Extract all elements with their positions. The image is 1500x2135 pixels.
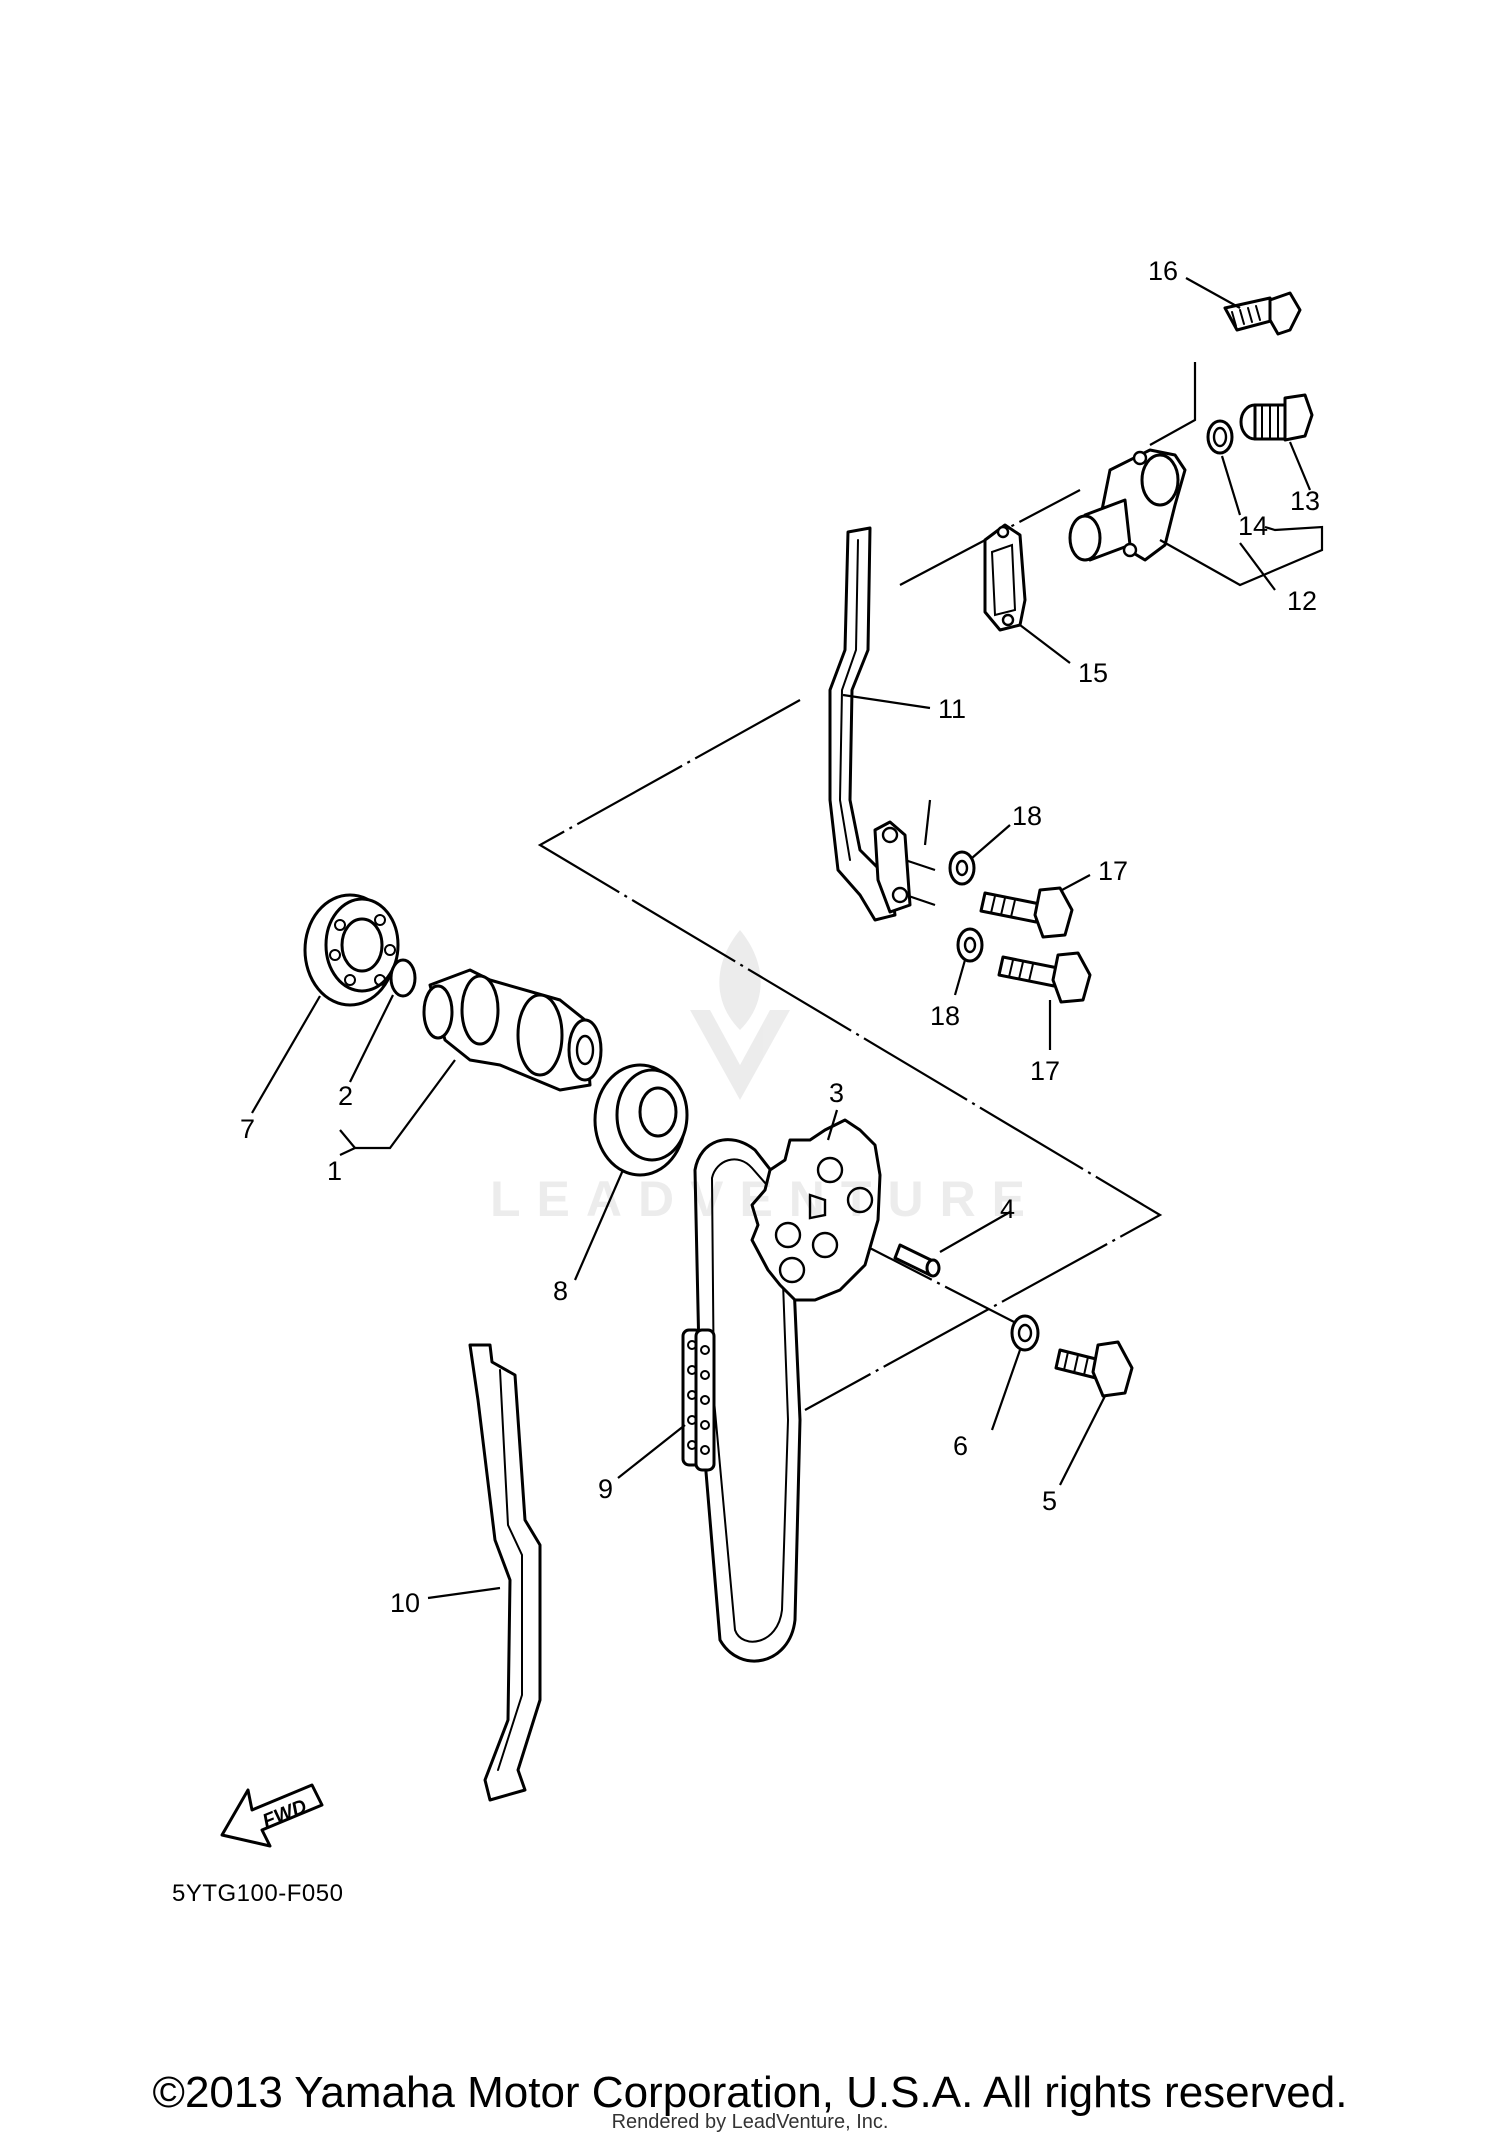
callout-6: 6 [953, 1431, 968, 1461]
callout-numbers: 16 13 14 12 15 11 18 17 18 17 3 4 7 2 1 … [240, 256, 1320, 1618]
fwd-arrow: FWD [220, 1783, 324, 1848]
part-12-tensioner [1068, 448, 1187, 562]
part-17-bolts [979, 886, 1092, 1004]
callout-13: 13 [1290, 486, 1320, 516]
callout-18-bottom: 18 [930, 1001, 960, 1031]
callout-9: 9 [598, 1474, 613, 1504]
part-2-circlip [389, 958, 417, 998]
callout-17-top: 17 [1098, 856, 1128, 886]
callout-16: 16 [1148, 256, 1178, 286]
rendered-by-footer: Rendered by LeadVenture, Inc. [611, 2111, 889, 2133]
callout-5: 5 [1042, 1486, 1057, 1516]
callout-11: 11 [938, 694, 966, 724]
callout-10: 10 [390, 1588, 420, 1618]
callout-7: 7 [240, 1114, 255, 1144]
watermark-logo [690, 930, 790, 1100]
part-16-bolt [1223, 291, 1302, 336]
part-10-chain-guide [468, 1343, 542, 1802]
leader-lines [251, 277, 1324, 1600]
callout-8: 8 [553, 1276, 568, 1306]
part-15-gasket [983, 523, 1027, 632]
part-18-washers [948, 850, 984, 963]
callout-3: 3 [829, 1078, 844, 1108]
part-3-sprocket [750, 1118, 882, 1302]
part-5-bolt [1054, 1340, 1134, 1398]
callout-15: 15 [1078, 658, 1108, 688]
part-7-bearing [303, 893, 400, 1007]
callout-18-top: 18 [1012, 801, 1042, 831]
callout-2: 2 [338, 1081, 353, 1111]
part-13-plug [1239, 393, 1314, 442]
watermark-text: LEADVENTURE [490, 1171, 1042, 1227]
part-6-washer [1010, 1314, 1040, 1352]
part-1-camshaft [422, 968, 603, 1092]
callout-14: 14 [1238, 511, 1268, 541]
diagram-code: 5YTG100-F050 [172, 1880, 344, 1907]
copyright-footer: ©2013 Yamaha Motor Corporation, U.S.A. A… [152, 2068, 1348, 2117]
callout-1: 1 [327, 1156, 342, 1186]
chain-link-detail [681, 1328, 716, 1472]
callout-4: 4 [1000, 1194, 1015, 1224]
callout-12: 12 [1287, 586, 1317, 616]
part-14-gasket [1206, 419, 1234, 455]
part-4-pin [893, 1243, 941, 1278]
part-11-guide [828, 526, 912, 922]
callout-17-bottom: 17 [1030, 1056, 1060, 1086]
part-8-bearing [593, 1063, 689, 1177]
